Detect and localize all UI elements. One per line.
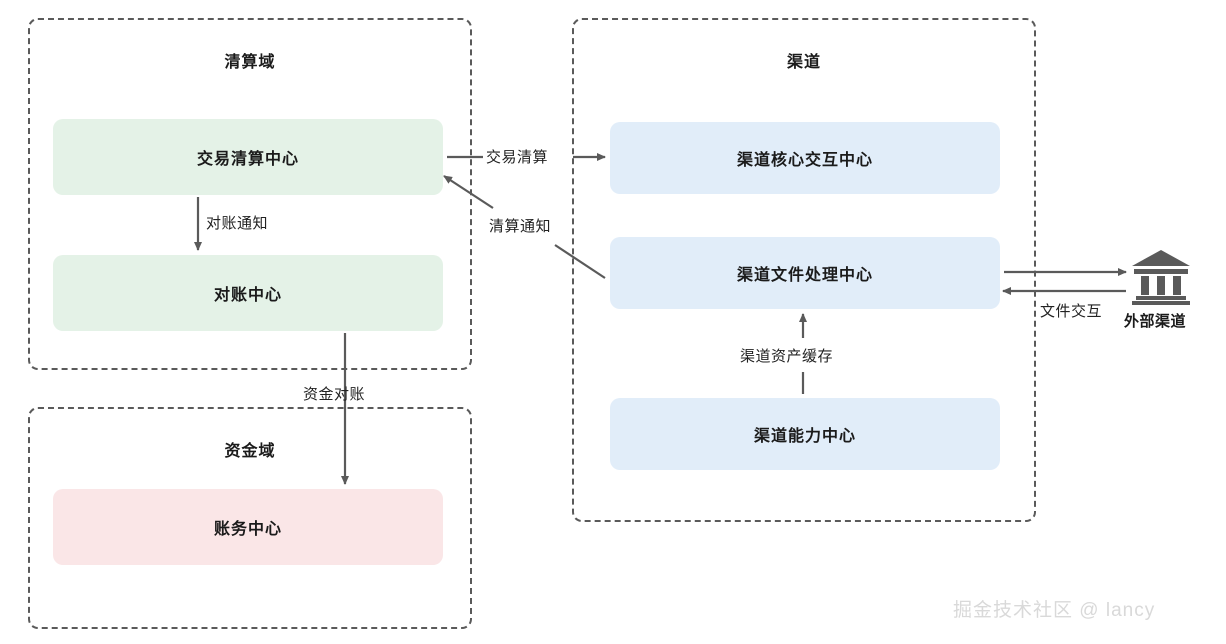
- node-channel-core-interaction-center[interactable]: 渠道核心交互中心: [610, 122, 1000, 194]
- edge-label-reconciliation-notice: 对账通知: [206, 215, 269, 232]
- node-channel-capability-center-label: 渠道能力中心: [753, 428, 856, 445]
- channel-domain-title: 渠道: [786, 54, 821, 71]
- node-channel-capability-center[interactable]: 渠道能力中心: [610, 398, 1000, 470]
- edge-label-trade-clearing: 交易清算: [486, 149, 549, 166]
- node-reconciliation-center-label: 对账中心: [213, 287, 282, 304]
- bank-icon: [1132, 250, 1190, 305]
- node-channel-file-processing-center-label: 渠道文件处理中心: [736, 267, 873, 284]
- watermark: 掘金技术社区 @ lancy: [953, 600, 1156, 621]
- node-channel-file-processing-center[interactable]: 渠道文件处理中心: [610, 237, 1000, 309]
- edge-label-file-interaction: 文件交互: [1040, 303, 1103, 320]
- edge-label-clearing-notice: 清算通知: [489, 218, 552, 235]
- node-accounting-center[interactable]: 账务中心: [53, 489, 443, 565]
- clearing-domain-title: 清算域: [224, 54, 276, 71]
- funds-domain-title: 资金域: [224, 443, 276, 460]
- edge-label-channel-asset-cache: 渠道资产缓存: [740, 348, 834, 365]
- node-trade-clearing-center[interactable]: 交易清算中心: [53, 119, 443, 195]
- node-channel-core-interaction-center-label: 渠道核心交互中心: [736, 152, 873, 169]
- edge-label-funds-reconciliation: 资金对账: [303, 386, 366, 403]
- node-trade-clearing-center-label: 交易清算中心: [196, 151, 299, 168]
- node-accounting-center-label: 账务中心: [213, 521, 282, 538]
- node-reconciliation-center[interactable]: 对账中心: [53, 255, 443, 331]
- funds-domain-container: [28, 407, 472, 629]
- external-channel-label: 外部渠道: [1124, 313, 1187, 330]
